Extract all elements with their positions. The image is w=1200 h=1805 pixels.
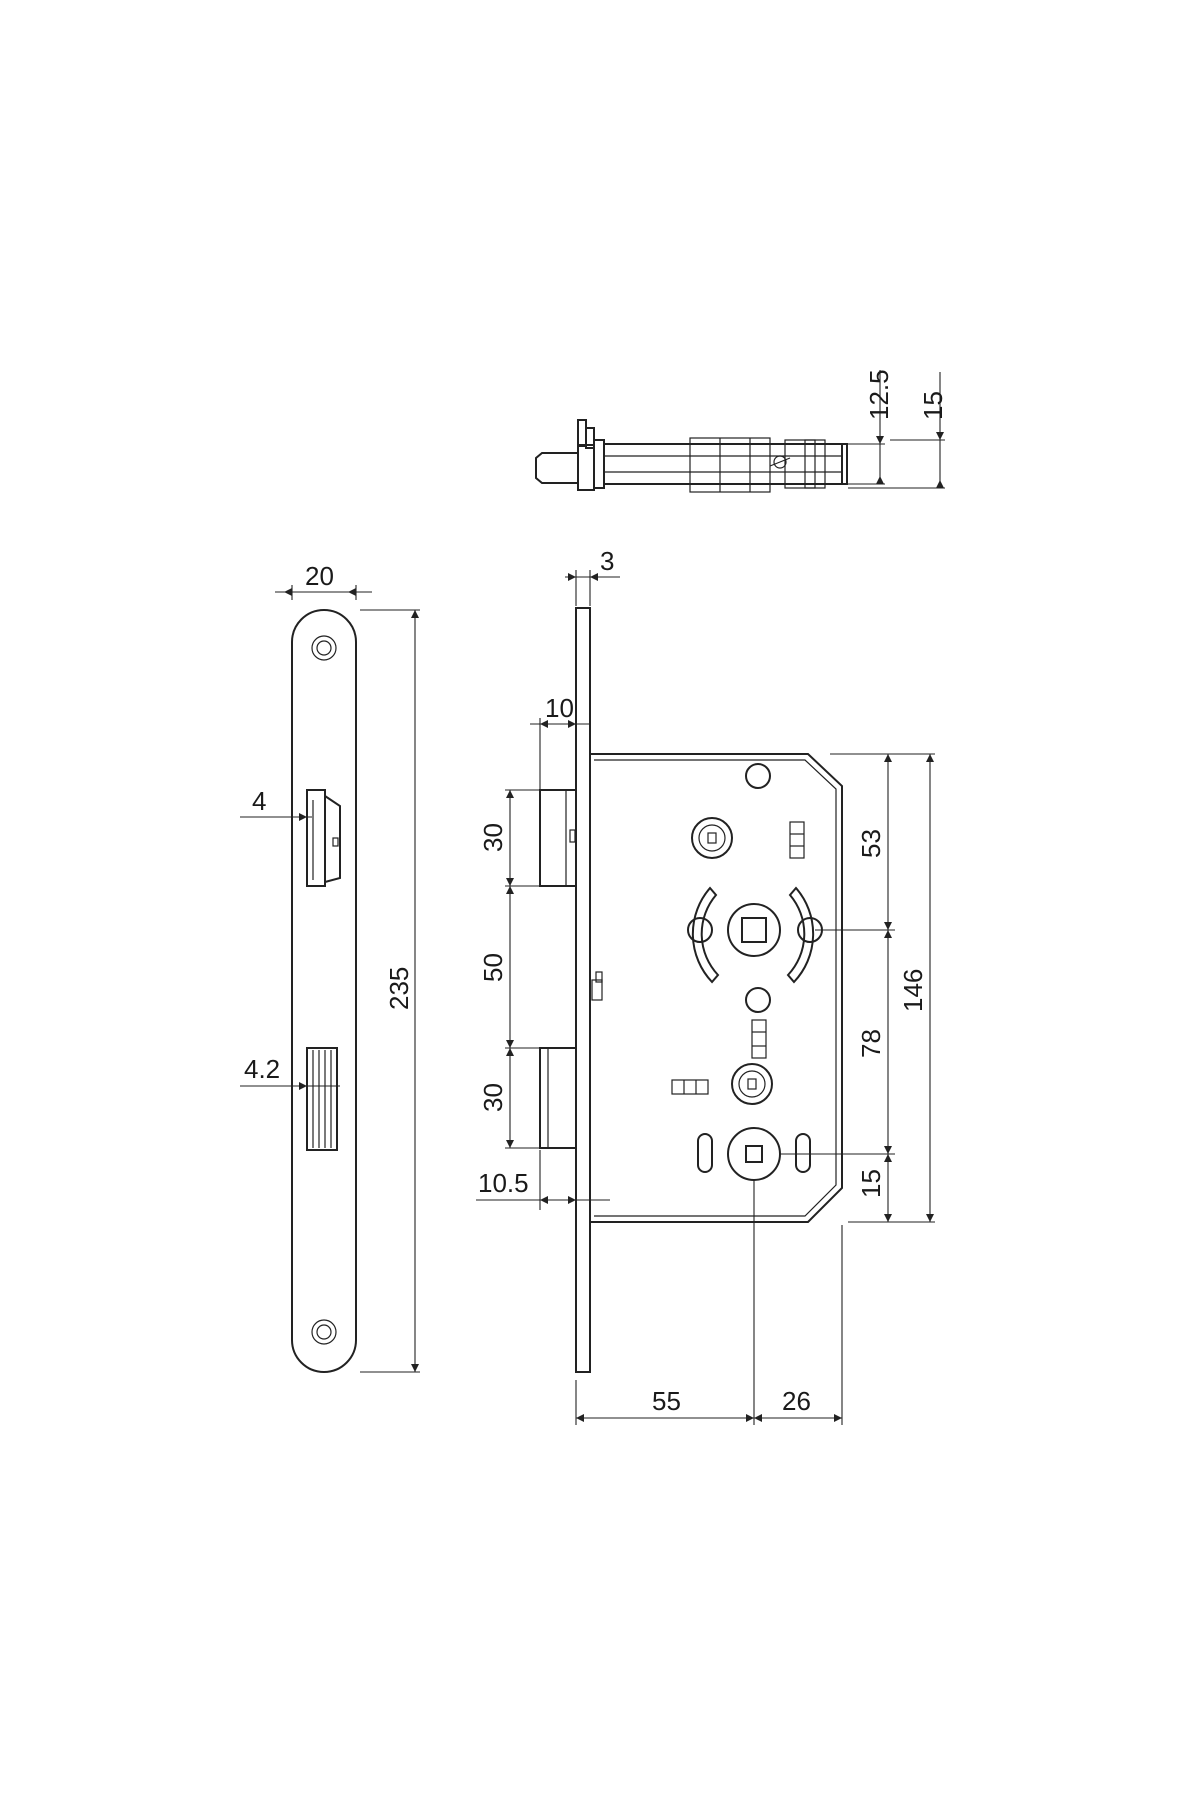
front-plate	[291, 609, 357, 1373]
dim-bolt-height: 30	[478, 1083, 508, 1112]
top-latch-stem	[577, 419, 587, 447]
top-view: 12.5 15	[535, 369, 948, 493]
upper-slot	[789, 821, 805, 859]
top-faceplate	[593, 439, 605, 489]
follower-arc-right	[786, 886, 815, 984]
upper-screw-boss	[691, 817, 733, 859]
dim-height-53: 53	[856, 829, 886, 858]
top-body	[603, 443, 843, 485]
dim-latch-depth: 4	[252, 786, 266, 816]
dim-top-15: 15	[918, 391, 948, 420]
dim-height-15: 15	[856, 1169, 886, 1198]
latch-opening	[306, 789, 326, 887]
top-cover-plate	[689, 437, 771, 493]
dim-latch-height: 30	[478, 823, 508, 852]
dim-height-78: 78	[856, 1029, 886, 1058]
bottom-screw-hole	[311, 1319, 337, 1345]
bottom-slot-left	[697, 1133, 713, 1173]
front-plate-view: 20 235 4 4.2	[240, 561, 420, 1373]
bottom-slot-right	[795, 1133, 811, 1173]
top-latch-tip	[535, 452, 579, 484]
top-screw-hole	[773, 455, 787, 469]
top-latch-stem-2	[585, 427, 595, 449]
dim-back-depth: 26	[782, 1386, 811, 1416]
dim-plate-width: 20	[305, 561, 334, 591]
dim-bolt-projection: 10.5	[478, 1168, 529, 1198]
lower-screw-boss	[731, 1063, 773, 1105]
follower	[727, 903, 781, 957]
case-hole-top	[745, 763, 771, 789]
top-screw-hole	[311, 635, 337, 661]
top-latch-neck	[577, 444, 595, 491]
side-tab	[671, 1079, 709, 1095]
case-hole-lower	[745, 987, 771, 1013]
lock-body-view: 3 10 30 50 30 10.5	[476, 546, 935, 1425]
dim-top-12-5: 12.5	[864, 369, 894, 420]
dim-latch-to-bolt: 50	[478, 953, 508, 982]
dim-plate-height: 235	[384, 967, 414, 1010]
bolt-opening	[306, 1047, 338, 1151]
dim-bolt-depth: 4.2	[244, 1054, 280, 1084]
spindle-square	[745, 1145, 763, 1163]
dim-latch-projection: 10	[545, 693, 574, 723]
dim-body-height: 146	[898, 969, 928, 1012]
dim-plate-thickness: 3	[600, 546, 614, 576]
spindle	[727, 1127, 781, 1181]
follower-square	[741, 917, 767, 943]
dim-backset: 55	[652, 1386, 681, 1416]
follower-arc-left	[691, 886, 720, 984]
deadbolt	[539, 1047, 577, 1149]
middle-slot	[751, 1019, 767, 1059]
lock-faceplate	[575, 607, 591, 1373]
lock-case	[589, 753, 843, 1223]
